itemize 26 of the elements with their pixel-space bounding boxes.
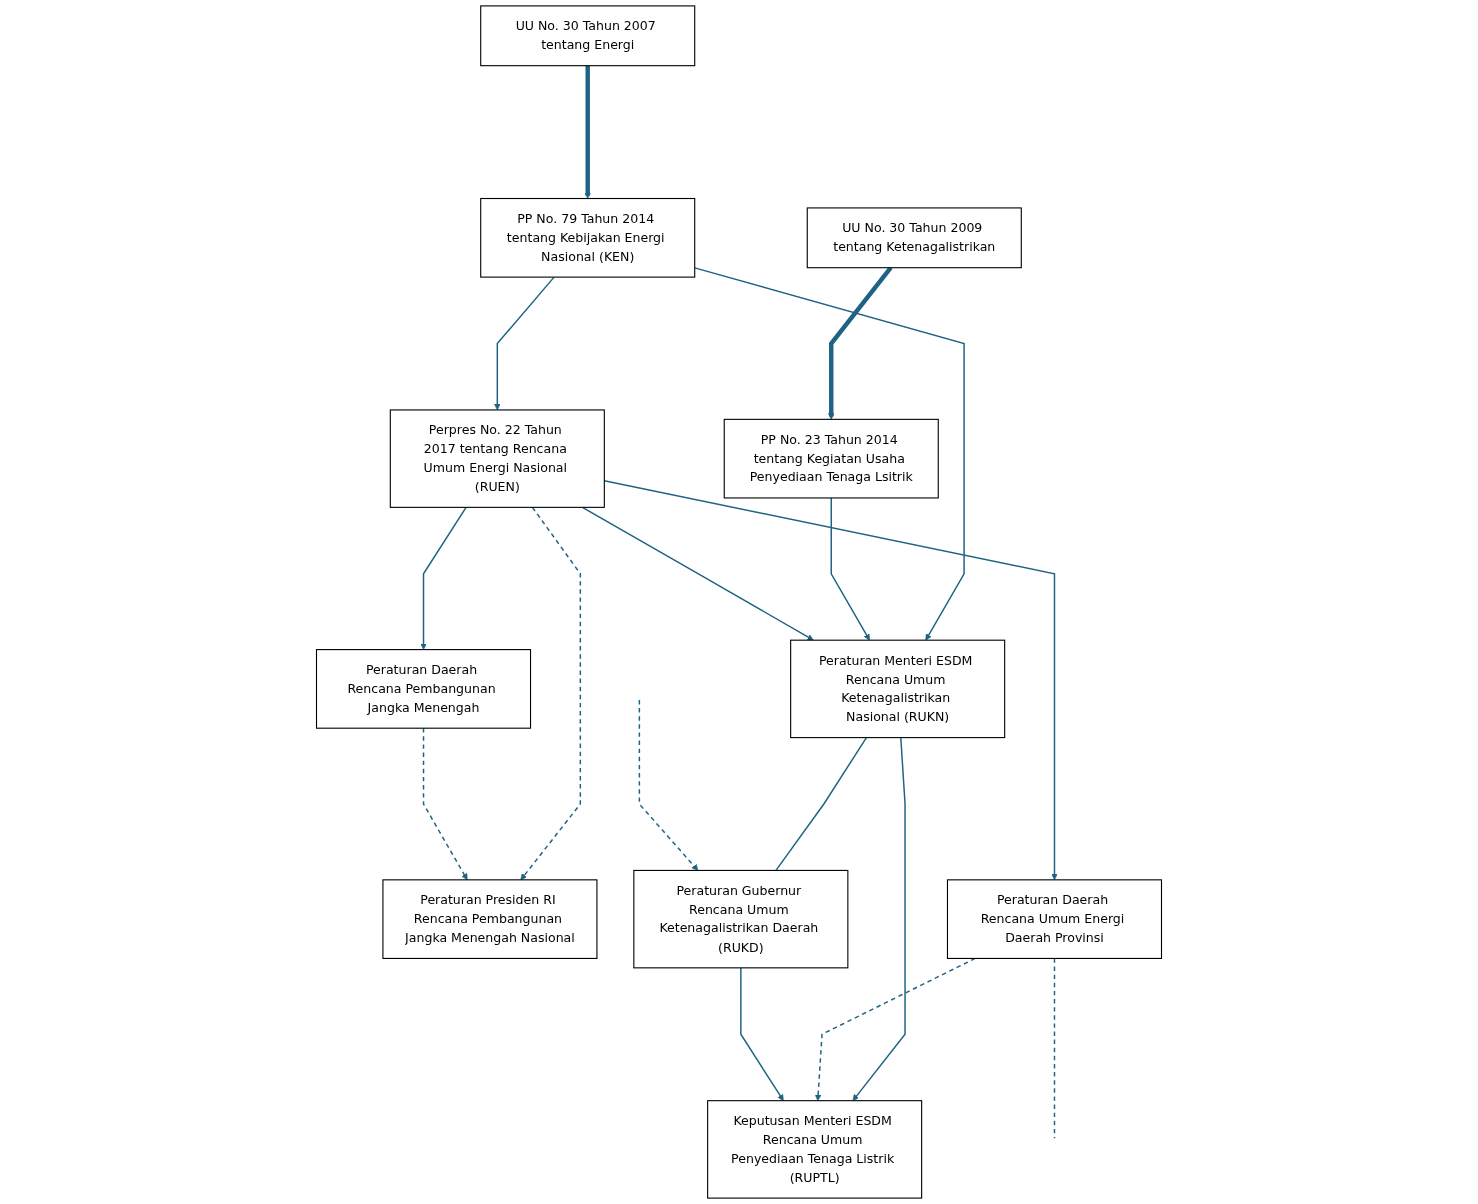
node-box: UU No. 30 Tahun 2009 tentang Ketenagalistrikan — [806, 207, 1022, 269]
node-box: Peraturan Daerah Rencana Pembangunan Jangka Menengah — [315, 649, 532, 729]
node-box: Peraturan Menteri ESDM Rencana Umum Ketenagalistrikan Nasional (RUKN) — [790, 639, 1006, 739]
connector — [1053, 957, 1056, 1140]
node-box: PP No. 79 Tahun 2014 tentang Kebijakan Energi Nasional (KEN) — [480, 197, 696, 278]
node-box: UU No. 30 Tahun 2007 tentang Energi — [480, 5, 696, 67]
arrow — [520, 506, 582, 881]
arrow — [740, 967, 784, 1101]
arrow — [814, 957, 976, 1101]
arrow — [830, 497, 870, 641]
arrow — [420, 506, 467, 650]
arrow — [584, 65, 591, 199]
arrow — [694, 267, 965, 641]
node-box: PP No. 23 Tahun 2014 tentang Kegiatan Usaha Penyediaan Tenaga Lsitrik — [723, 418, 939, 499]
node-box: Keputusan Menteri ESDM Rencana Umum Penyediaan Tenaga Listrik (RUPTL) — [707, 1100, 923, 1199]
arrow — [581, 506, 814, 641]
arrow — [828, 266, 893, 420]
arrow — [852, 736, 906, 1101]
arrow — [494, 276, 555, 411]
node-box: Perpres No. 22 Tahun 2017 tentang Rencana Umum Energi Nasional (RUEN) — [389, 409, 605, 508]
arrow — [422, 727, 468, 881]
arrow — [638, 699, 699, 871]
node-box: Peraturan Gubernur Rencana Umum Ketenagalistrikan Daerah (RUKD) — [633, 869, 849, 969]
node-box: Peraturan Daerah Rencana Umum Energi Daerah Provinsi — [946, 879, 1163, 959]
node-box: Peraturan Presiden RI Rencana Pembangunan Jangka Menengah Nasional — [382, 879, 598, 959]
connector — [775, 736, 868, 872]
